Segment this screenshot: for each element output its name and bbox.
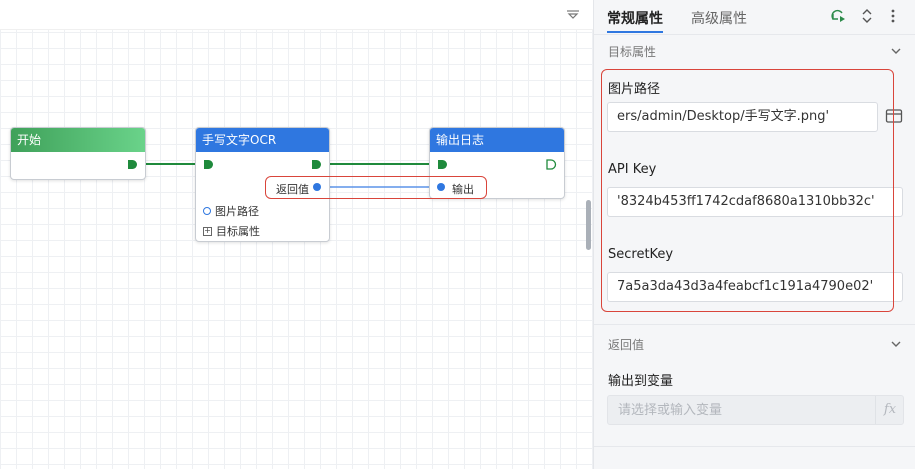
ocr-return-value-label: 返回值 [276, 183, 309, 196]
ocr-node[interactable]: 手写文字OCR 返回值 图片路径 + 目标属性 [195, 127, 330, 242]
log-node[interactable]: 输出日志 输出 [429, 127, 565, 199]
api-key-field[interactable]: '8324b453ff1742cdaf8680a1310bb32c' [607, 187, 903, 217]
ocr-target-attr-row[interactable]: + 目标属性 [203, 223, 260, 239]
more-vertical-icon[interactable] [885, 8, 901, 24]
target-section-title: 目标属性 [608, 45, 657, 59]
properties-panel: 常规属性 高级属性 目标属性 图片路径 ers/admin/Desktop/手写… [593, 0, 915, 469]
image-path-ring-icon [203, 207, 211, 215]
ocr-node-input-port[interactable] [204, 160, 213, 169]
log-output-input-port[interactable] [437, 183, 445, 191]
log-node-end-port-icon[interactable] [546, 159, 557, 170]
secret-key-field[interactable]: 7a5a3da43d3a4feabcf1c191a4790e02' [607, 272, 903, 302]
canvas-scrollbar[interactable] [586, 200, 591, 250]
panel-tabs: 常规属性 高级属性 [594, 0, 915, 34]
canvas-toolbar [0, 0, 593, 30]
expand-plus-icon[interactable]: + [203, 226, 212, 236]
log-node-title: 输出日志 [430, 128, 564, 152]
output-var-label: 输出到变量 [608, 374, 674, 389]
ocr-image-path-label: 图片路径 [215, 205, 259, 218]
log-output-label: 输出 [452, 183, 474, 196]
return-section-title: 返回值 [608, 338, 645, 352]
ocr-return-value-port[interactable] [313, 183, 321, 191]
collapse-panel-icon[interactable] [566, 9, 580, 21]
chevron-down-icon[interactable] [890, 338, 902, 350]
api-key-label: API Key [608, 162, 657, 177]
ocr-node-title: 手写文字OCR [196, 128, 329, 152]
section-divider [594, 324, 915, 325]
flow-canvas[interactable]: 开始 手写文字OCR 返回值 图片路径 + 目标属性 输出日志 输出 [0, 0, 593, 469]
connection-wires [136, 163, 440, 188]
image-path-label: 图片路径 [608, 82, 661, 97]
browse-folder-icon[interactable] [885, 108, 903, 124]
tab-general[interactable]: 常规属性 [607, 11, 663, 27]
log-output-row[interactable]: 输出 [452, 181, 474, 197]
ocr-image-path-row[interactable]: 图片路径 [203, 203, 259, 219]
expand-collapse-icon[interactable] [859, 8, 875, 24]
start-node[interactable]: 开始 [10, 127, 146, 180]
start-node-output-port[interactable] [128, 160, 137, 169]
output-var-input[interactable] [608, 396, 874, 424]
log-node-input-port[interactable] [438, 160, 447, 169]
active-tab-indicator [607, 31, 663, 33]
output-var-input-wrapper: fx [607, 395, 904, 425]
tab-advanced[interactable]: 高级属性 [691, 11, 747, 27]
secret-key-label: SecretKey [608, 247, 674, 262]
run-node-icon[interactable] [830, 8, 846, 24]
ocr-target-attr-label: 目标属性 [216, 225, 260, 238]
start-node-title: 开始 [11, 128, 145, 152]
ocr-return-value-row[interactable]: 返回值 [276, 181, 309, 197]
tabs-divider [594, 34, 915, 35]
bottom-divider [594, 446, 915, 447]
fields-highlight [601, 69, 894, 312]
chevron-down-icon[interactable] [890, 45, 902, 57]
image-path-field[interactable]: ers/admin/Desktop/手写文字.png' [607, 102, 878, 132]
ocr-node-output-port[interactable] [312, 160, 321, 169]
connection-highlight [265, 176, 487, 199]
fx-button[interactable]: fx [875, 396, 904, 424]
